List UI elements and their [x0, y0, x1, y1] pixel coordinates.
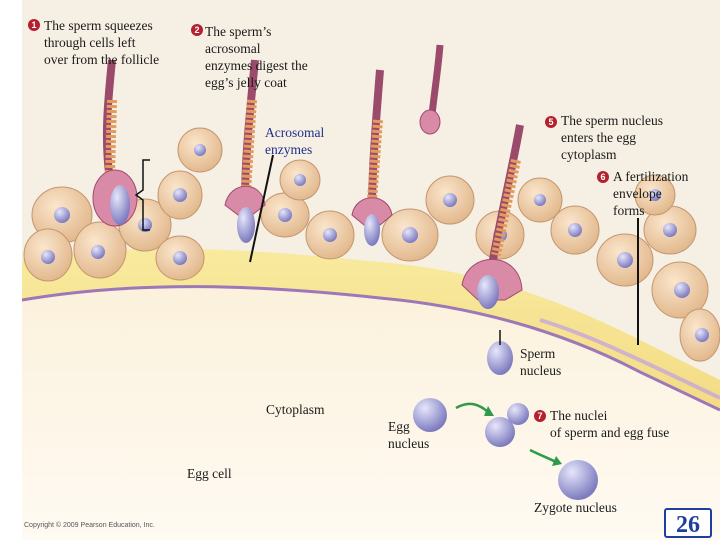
pointer-acrosomal: [249, 154, 274, 263]
brace-step1: [134, 159, 150, 231]
follicle-cell: [157, 170, 203, 220]
cytoplasm-label: Cytoplasm: [266, 402, 325, 417]
egg-cell-label: Egg cell: [187, 466, 232, 481]
zygote-nucleus-shape: [558, 460, 598, 500]
follicle-cell: [643, 205, 697, 255]
acrosomal-enzymes-label: Acrosomal enzymes: [265, 125, 325, 157]
step5-label: The sperm nucleus enters the egg cytopla…: [561, 113, 663, 162]
fertilization-envelope: [539, 318, 720, 400]
sperm-acrosome: [224, 59, 266, 243]
follicle-cell: [23, 228, 73, 282]
egg-nucleus-shape: [413, 398, 447, 432]
follicle-cell: [381, 208, 439, 262]
follicle-cell: [260, 192, 310, 238]
copyright-notice: Copyright © 2009 Pearson Education, Inc.: [24, 522, 155, 529]
follicle-cell: [279, 159, 321, 201]
plasma-membrane: [21, 285, 720, 412]
step-badge-7: 7: [534, 410, 546, 422]
follicle-cell: [679, 308, 720, 362]
zygote-nucleus-label: Zygote nucleus: [534, 500, 617, 515]
arrow-zygote-head: [552, 456, 562, 466]
sperm-squeezing: [92, 59, 138, 227]
follicle-cell: [177, 127, 223, 173]
step-badge-6: 6: [597, 171, 609, 183]
step-badge-5: 5: [545, 116, 557, 128]
fusing-nuclei-shape: [485, 403, 529, 447]
follicle-cell: [651, 261, 709, 319]
egg-cytoplasm: [22, 286, 720, 540]
follicle-cell: [634, 174, 676, 216]
follicle-cell: [550, 205, 600, 255]
follicle-cell: [73, 221, 127, 279]
sperm-entering: [461, 124, 524, 309]
follicle-cell: [155, 235, 205, 281]
step-badge-2: 2: [191, 24, 203, 36]
sperm-nucleus-in-egg: [487, 341, 513, 375]
follicle-cell: [596, 233, 654, 287]
page-number: 26: [664, 508, 712, 538]
sperm-nucleus-label: Sperm nucleus: [520, 346, 562, 378]
step2-label: The sperm’s acrosomal enzymes digest the…: [205, 24, 308, 90]
arrow-fusion: [455, 402, 489, 413]
step1-label: The sperm squeezes through cells left ov…: [44, 18, 160, 67]
sperm-top: [419, 44, 444, 135]
follicle-cell: [425, 175, 475, 225]
follicle-cell: [305, 210, 355, 260]
follicle-cell: [517, 177, 563, 223]
sperm-middle: [351, 69, 393, 246]
step-badge-1: 1: [28, 19, 40, 31]
step6-label: A fertilization envelope forms: [613, 169, 689, 218]
arrow-fusion-head: [484, 406, 494, 416]
egg-nucleus-label: Egg nucleus: [388, 419, 430, 451]
arrow-zygote: [529, 448, 557, 464]
step7-label: The nuclei of sperm and egg fuse: [550, 408, 670, 440]
